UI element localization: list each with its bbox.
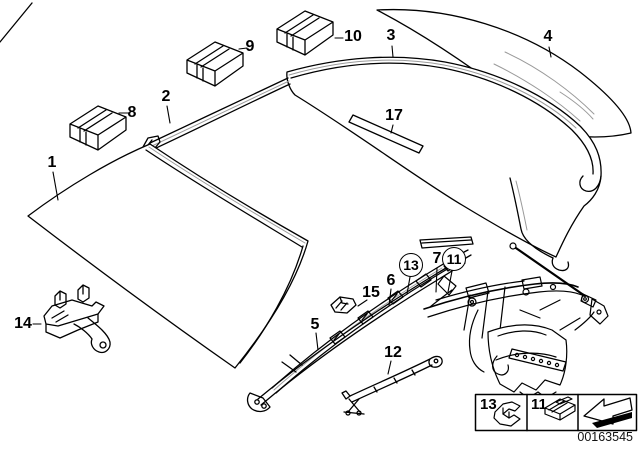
kit-box-9 [186, 41, 244, 87]
callout-4[interactable]: 4 [543, 28, 553, 45]
callout-13-circled[interactable]: 13 [399, 253, 423, 277]
callout-10[interactable]: 10 [344, 28, 362, 45]
direction-arrow-icon [583, 397, 633, 428]
part-1-roof-panel [27, 143, 309, 369]
part-15-clip [330, 296, 357, 314]
kit-box-8 [69, 105, 127, 151]
frame-edge-line [0, 2, 33, 43]
callout-15[interactable]: 15 [362, 284, 380, 301]
legend-label-11: 11 [531, 396, 547, 413]
diagram-part-number: 00163545 [577, 430, 633, 444]
legend-label-13: 13 [480, 396, 497, 413]
callout-3[interactable]: 3 [386, 27, 396, 44]
legend-box [474, 393, 638, 432]
callout-6[interactable]: 6 [386, 272, 396, 289]
part-14-bracket [43, 284, 111, 354]
pad-icon [544, 396, 576, 421]
callout-5[interactable]: 5 [310, 316, 320, 333]
callout-14[interactable]: 14 [14, 315, 32, 332]
part-12-drive-rail [341, 355, 443, 416]
part-17-plate [348, 114, 424, 154]
part-3-rear-roof-section [286, 56, 602, 272]
callout-2[interactable]: 2 [161, 88, 171, 105]
clip-icon [493, 401, 521, 427]
callout-17[interactable]: 17 [385, 107, 403, 124]
callout-9[interactable]: 9 [245, 38, 255, 55]
callout-7[interactable]: 7 [432, 250, 442, 267]
callout-8[interactable]: 8 [127, 104, 137, 121]
kit-box-10 [276, 10, 334, 56]
callout-1[interactable]: 1 [47, 154, 57, 171]
callout-11-circled[interactable]: 11 [442, 247, 466, 271]
callout-12[interactable]: 12 [384, 344, 402, 361]
leader-lines [32, 37, 552, 375]
roof-folding-mechanism [423, 242, 609, 399]
